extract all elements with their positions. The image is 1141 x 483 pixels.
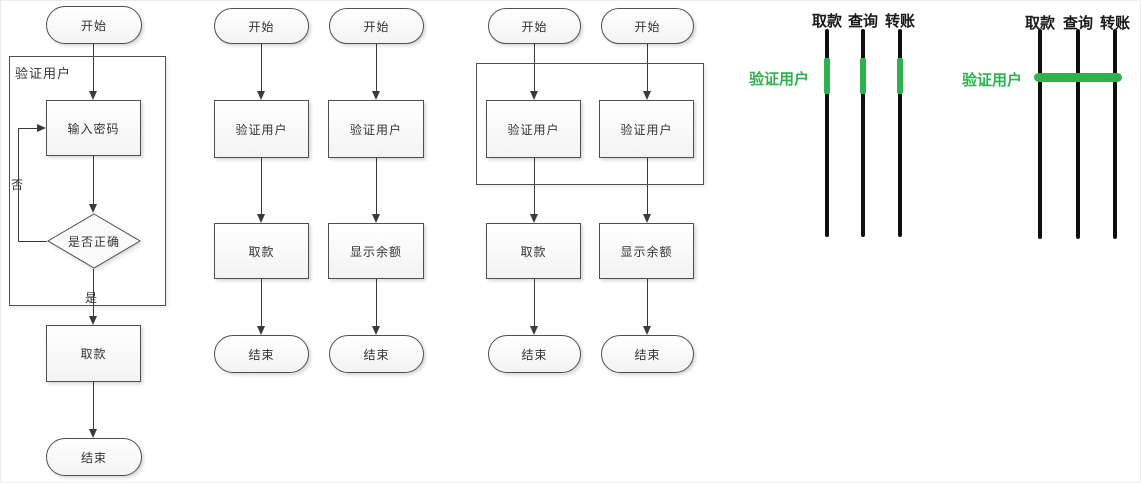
arrowhead-down-icon	[372, 326, 380, 335]
arrowhead-down-icon	[372, 91, 380, 100]
connector-line	[376, 158, 377, 214]
start-node: 开始	[46, 6, 142, 44]
connector-line	[261, 279, 262, 326]
lifeline-bar	[1113, 29, 1117, 239]
activation-label: 验证用户	[962, 71, 1023, 89]
start-node: 开始	[488, 8, 581, 44]
arrowhead-down-icon	[257, 91, 265, 100]
start-node: 开始	[601, 8, 694, 44]
connector-line	[376, 44, 377, 91]
decision-diamond	[47, 213, 141, 269]
connector-line	[534, 158, 535, 214]
connector-line	[93, 156, 94, 204]
withdraw-node: 取款	[214, 223, 309, 279]
activation-label: 验证用户	[749, 70, 810, 88]
connector-line	[376, 279, 377, 326]
verify-user-node: 验证用户	[599, 100, 694, 158]
connector-line	[93, 382, 94, 429]
connector-line	[18, 128, 37, 129]
arrowhead-down-icon	[372, 214, 380, 223]
show-balance-node: 显示余额	[599, 223, 694, 279]
connector-line	[647, 279, 648, 326]
activation-segment	[860, 58, 866, 94]
connector-line	[261, 158, 262, 214]
end-node: 结束	[214, 335, 309, 373]
arrowhead-down-icon	[89, 204, 97, 213]
arrowhead-down-icon	[89, 316, 97, 325]
lifeline-label-transfer: 转账	[1099, 14, 1130, 32]
verify-user-node: 验证用户	[486, 100, 581, 158]
arrowhead-down-icon	[89, 429, 97, 438]
input-password-node: 输入密码	[46, 100, 141, 156]
lifeline-bar	[898, 29, 902, 237]
shared-verify-frame	[476, 63, 704, 185]
frame-label: 验证用户	[15, 67, 72, 82]
lifeline-label-query: 查询	[1062, 14, 1093, 32]
activation-segment	[897, 58, 903, 94]
arrowhead-down-icon	[257, 326, 265, 335]
connector-line	[261, 44, 262, 91]
start-node: 开始	[329, 8, 424, 44]
lifeline-bar	[1076, 29, 1080, 239]
lifeline-bar	[825, 29, 829, 237]
connector-line	[534, 44, 535, 91]
end-node: 结束	[329, 335, 424, 373]
arrowhead-down-icon	[643, 326, 651, 335]
connector-line	[93, 44, 94, 91]
arrowhead-down-icon	[643, 91, 651, 100]
connector-line	[534, 279, 535, 326]
verify-user-frame	[9, 56, 166, 306]
verify-user-node: 验证用户	[328, 100, 424, 158]
lifeline-label-transfer: 转账	[884, 12, 915, 30]
withdraw-node: 取款	[46, 325, 141, 382]
branch-no-label: 否	[11, 178, 24, 192]
arrowhead-down-icon	[530, 326, 538, 335]
withdraw-node: 取款	[486, 223, 581, 279]
lifeline-label-withdraw: 取款	[1024, 14, 1055, 32]
end-node: 结束	[488, 335, 581, 373]
connector-line	[647, 44, 648, 91]
verify-user-node: 验证用户	[214, 100, 309, 158]
start-node: 开始	[214, 8, 309, 44]
lifeline-label-query: 查询	[847, 12, 878, 30]
arrowhead-down-icon	[257, 214, 265, 223]
connector-line	[18, 128, 19, 242]
end-node: 结束	[46, 438, 142, 476]
end-node: 结束	[601, 335, 694, 373]
show-balance-node: 显示余额	[328, 223, 424, 279]
arrowhead-down-icon	[643, 214, 651, 223]
lifeline-label-withdraw: 取款	[811, 12, 842, 30]
arrowhead-down-icon	[530, 91, 538, 100]
arrowhead-down-icon	[530, 214, 538, 223]
arrowhead-right-icon	[37, 124, 46, 132]
decision-label: 是否正确	[67, 234, 120, 249]
connector-line	[18, 241, 47, 242]
lifeline-bar	[1038, 29, 1042, 239]
branch-yes-label: 是	[85, 291, 98, 305]
lifeline-bar	[861, 29, 865, 237]
activation-segment	[824, 58, 830, 94]
connector-line	[647, 158, 648, 214]
arrowhead-down-icon	[89, 91, 97, 100]
connector-line	[93, 269, 94, 316]
merged-activation-bar	[1034, 73, 1122, 82]
